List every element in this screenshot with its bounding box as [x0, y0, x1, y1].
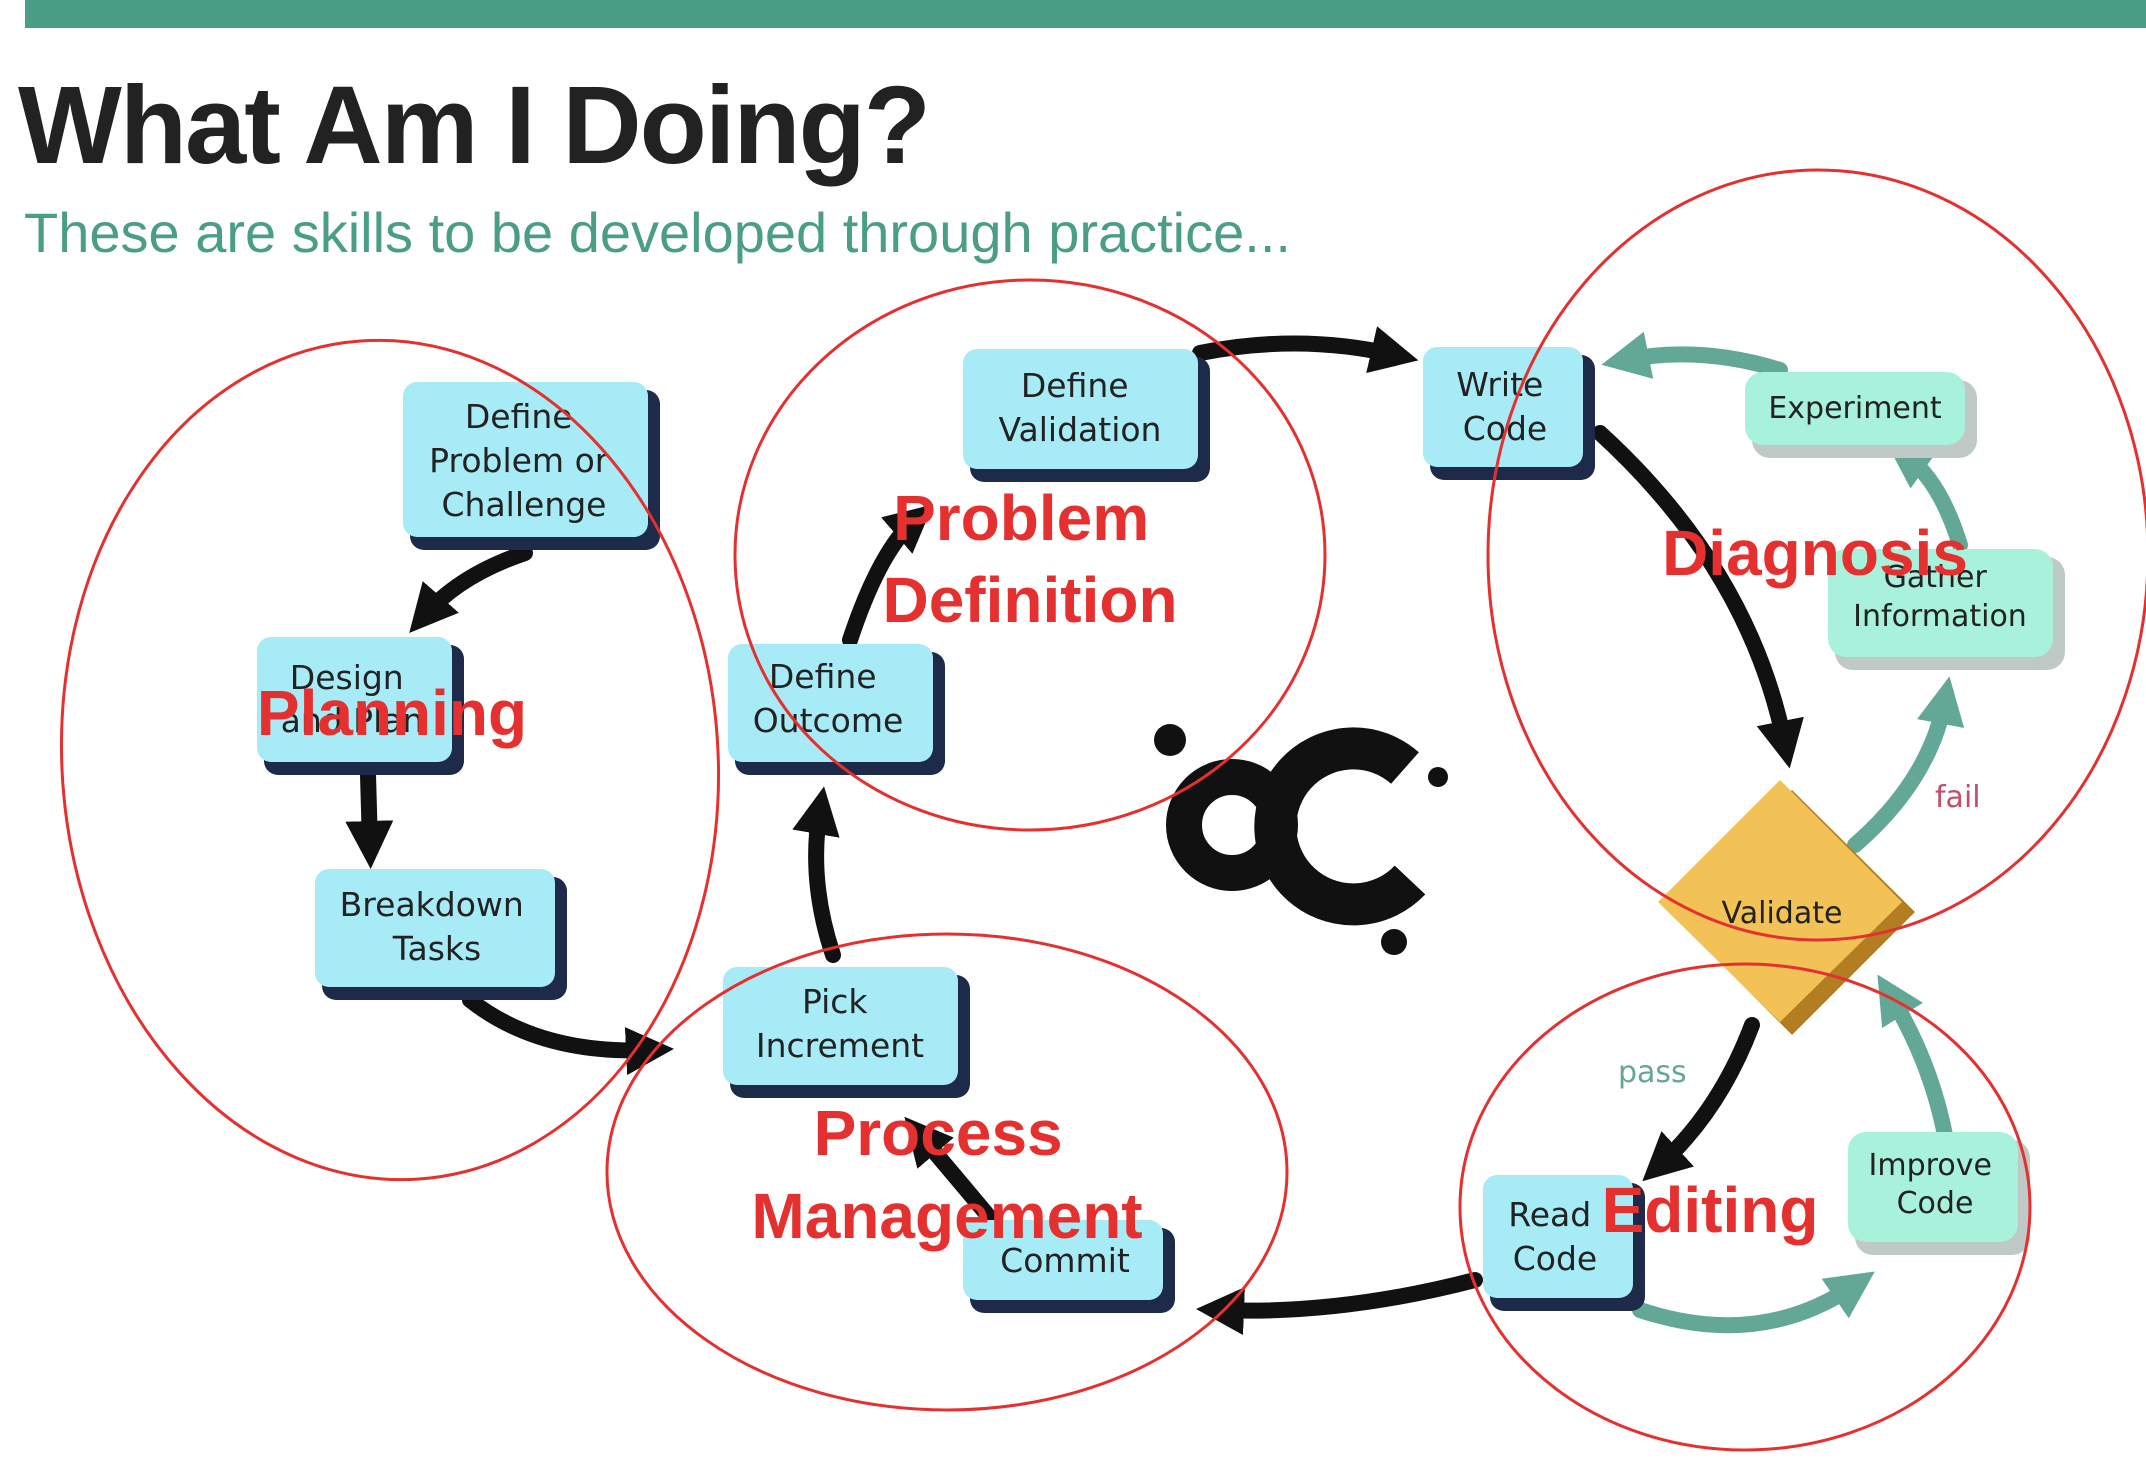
region-label-editing: Editing — [1602, 1174, 1819, 1246]
region-label-problem-definition: Problem Definition — [882, 482, 1177, 636]
node-read-code-line-1: Read — [1508, 1195, 1591, 1234]
node-commit: Commit — [963, 1220, 1175, 1313]
region-circle-diagnosis — [1486, 168, 2146, 942]
arrow-gather-to-experiment — [1885, 441, 1968, 553]
node-define-validation: Define Validation — [963, 349, 1210, 482]
flow-arrows — [345, 326, 1804, 1335]
region-circle-process-management — [605, 932, 1289, 1412]
region-circle-planning — [59, 338, 721, 1182]
logo-letter-c — [1254, 727, 1426, 926]
node-experiment: Experiment — [1745, 372, 1977, 458]
arrow-problem-to-design — [409, 545, 533, 634]
svg-text:Read Code: Read Code — [1508, 1195, 1601, 1278]
arrow-write-to-validate — [1592, 425, 1804, 769]
node-design-plan-line-2: and Plan — [281, 701, 424, 740]
node-define-outcome-line-1: Define — [769, 657, 877, 696]
node-define-problem-line-1: Define — [465, 397, 573, 436]
arrow-outcome-to-validation — [842, 504, 934, 648]
node-breakdown-tasks-line-2: Tasks — [392, 929, 481, 968]
logo-dot-bottom — [1381, 929, 1407, 955]
svg-text:Experiment: Experiment — [1768, 391, 1942, 426]
arrow-pick-to-outcome — [792, 786, 841, 963]
svg-text:Improve Code: Improve Code — [1869, 1148, 2002, 1221]
edge-label-fail: fail — [1935, 780, 1981, 815]
node-define-problem: Define Problem or Challenge — [403, 382, 660, 550]
feedback-arrows — [1601, 331, 1968, 1334]
node-define-validation-line-1: Define — [1021, 366, 1129, 405]
node-define-problem-line-2: Problem or — [429, 441, 609, 480]
node-improve-code: Improve Code — [1848, 1132, 2030, 1255]
page-subtitle: These are skills to be developed through… — [24, 201, 1291, 264]
node-improve-code-line-1: Improve — [1869, 1148, 1992, 1183]
svg-text:Pick Increment: Pick Increment — [756, 982, 924, 1065]
node-commit-label: Commit — [1000, 1241, 1130, 1280]
node-read-code: Read Code — [1483, 1175, 1645, 1311]
node-define-outcome-line-2: Outcome — [753, 701, 904, 740]
node-pick-increment: Pick Increment — [723, 967, 970, 1098]
arrow-experiment-to-write — [1601, 331, 1788, 379]
svg-text:Define Outcome: Define Outcome — [753, 657, 904, 740]
region-circle-problem-definition — [733, 278, 1327, 832]
node-experiment-label: Experiment — [1768, 391, 1942, 426]
svg-text:Commit: Commit — [1000, 1241, 1130, 1280]
node-pick-increment-line-2: Increment — [756, 1026, 924, 1065]
arrow-commit-to-pick — [904, 1116, 1008, 1238]
node-pick-increment-line-1: Pick — [802, 982, 868, 1021]
arrow-validate-to-read — [1642, 1017, 1760, 1182]
node-breakdown-tasks: Breakdown Tasks — [315, 869, 567, 1000]
region-label-process-management: Process Management — [751, 1097, 1142, 1252]
svg-text:Define Validation: Define Validation — [999, 366, 1162, 449]
svg-text:Validate: Validate — [1722, 896, 1843, 931]
arrow-read-to-commit — [1196, 1272, 1483, 1335]
edge-label-pass: pass — [1618, 1055, 1687, 1090]
node-gather-information-line-1: Gather — [1884, 560, 1988, 595]
node-gather-information: Gather Information — [1828, 549, 2065, 670]
arrow-improve-to-validate — [1877, 974, 1953, 1143]
node-design-plan-line-1: Design — [290, 658, 404, 697]
logo-dot-top-left — [1154, 724, 1186, 756]
page-title: What Am I Doing? — [18, 64, 931, 187]
region-label-planning: Planning — [257, 677, 527, 749]
node-validate: Validate — [1658, 780, 1915, 1035]
node-define-validation-line-2: Validation — [999, 410, 1162, 449]
node-read-code-line-2: Code — [1513, 1239, 1597, 1278]
svg-text:Breakdown Tasks: Breakdown Tasks — [340, 885, 535, 968]
node-validate-label: Validate — [1722, 896, 1843, 931]
arrow-read-to-improve — [1632, 1271, 1875, 1334]
region-label-diagnosis: Diagnosis — [1662, 517, 1968, 589]
arrow-design-to-breakdown — [345, 767, 394, 869]
ac-logo — [1154, 724, 1448, 955]
node-write-code: Write Code — [1423, 347, 1595, 480]
arrow-breakdown-to-pick — [462, 992, 674, 1076]
node-breakdown-tasks-line-1: Breakdown — [340, 885, 524, 924]
node-gather-information-line-2: Information — [1853, 599, 2027, 634]
node-define-problem-line-3: Challenge — [442, 485, 607, 524]
region-circle-editing — [1458, 962, 2032, 1452]
node-write-code-line-1: Write — [1456, 365, 1543, 404]
node-improve-code-line-2: Code — [1897, 1186, 1974, 1221]
region-circles — [59, 168, 2146, 1452]
svg-text:Gather Information: Gather Information — [1853, 560, 2027, 634]
top-accent-bar — [25, 0, 2146, 28]
logo-dot-right — [1428, 767, 1448, 787]
node-design-plan: Design and Plan — [257, 637, 464, 775]
node-define-outcome: Define Outcome — [728, 644, 945, 775]
svg-text:Define Problem or: Define Problem or Challenge — [429, 397, 619, 524]
svg-text:Design and Plan: Design and Plan — [281, 658, 424, 740]
arrow-validate-to-gather — [1847, 676, 1965, 853]
